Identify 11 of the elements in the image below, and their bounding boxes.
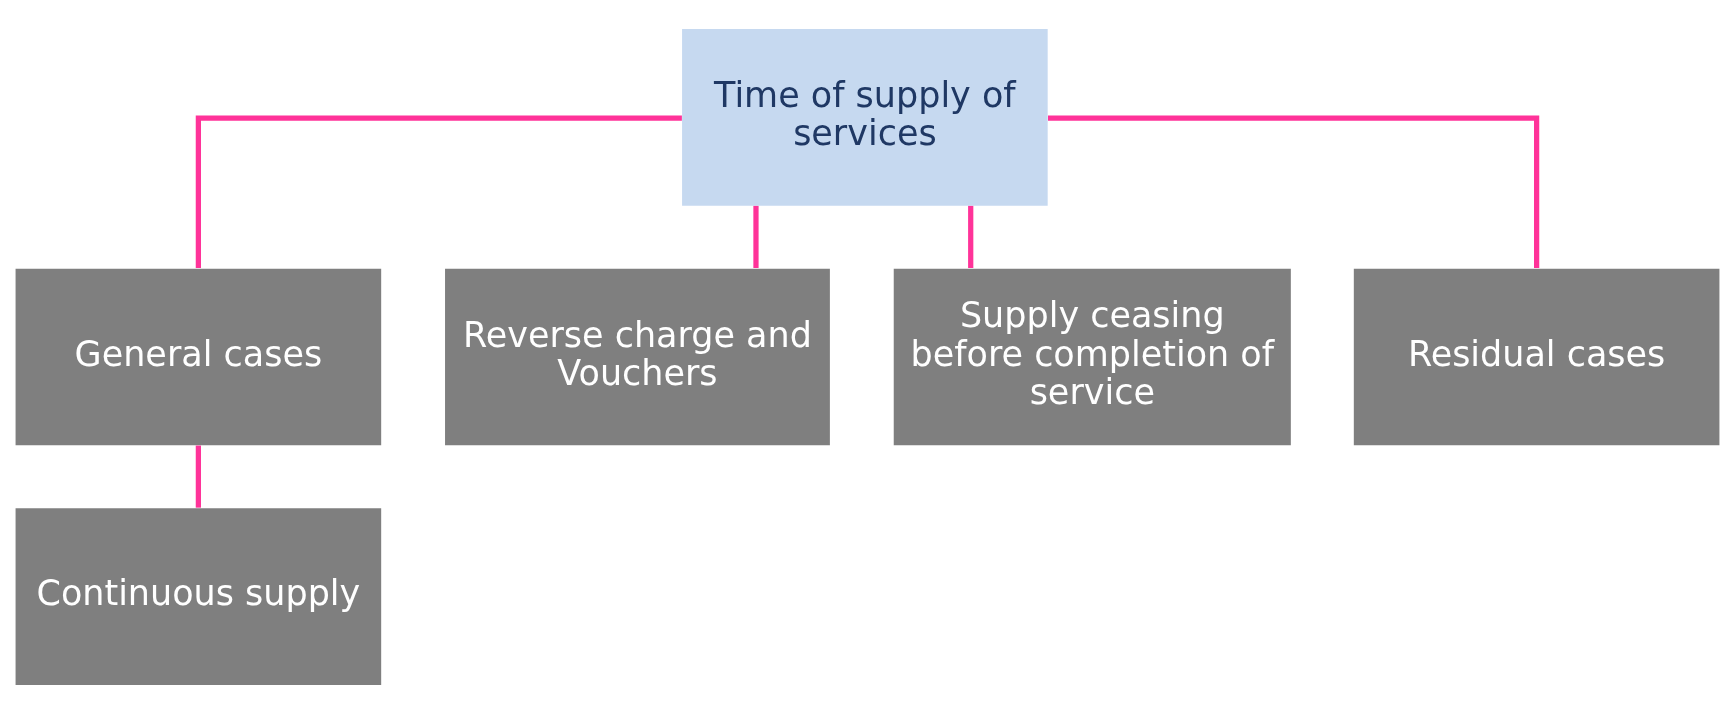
node-box: Time of supply of services xyxy=(682,29,1048,206)
node-box: Residual cases xyxy=(1353,268,1720,446)
connector xyxy=(968,205,974,268)
node-box: General cases xyxy=(15,268,382,446)
connector xyxy=(195,115,682,269)
connector xyxy=(195,445,201,508)
connector xyxy=(753,205,759,268)
node-box: Reverse charge and Vouchers xyxy=(445,268,830,446)
connector xyxy=(1048,115,1540,269)
node-box: Continuous supply xyxy=(15,508,382,685)
node-box: Supply ceasing before completion of service xyxy=(893,268,1291,446)
